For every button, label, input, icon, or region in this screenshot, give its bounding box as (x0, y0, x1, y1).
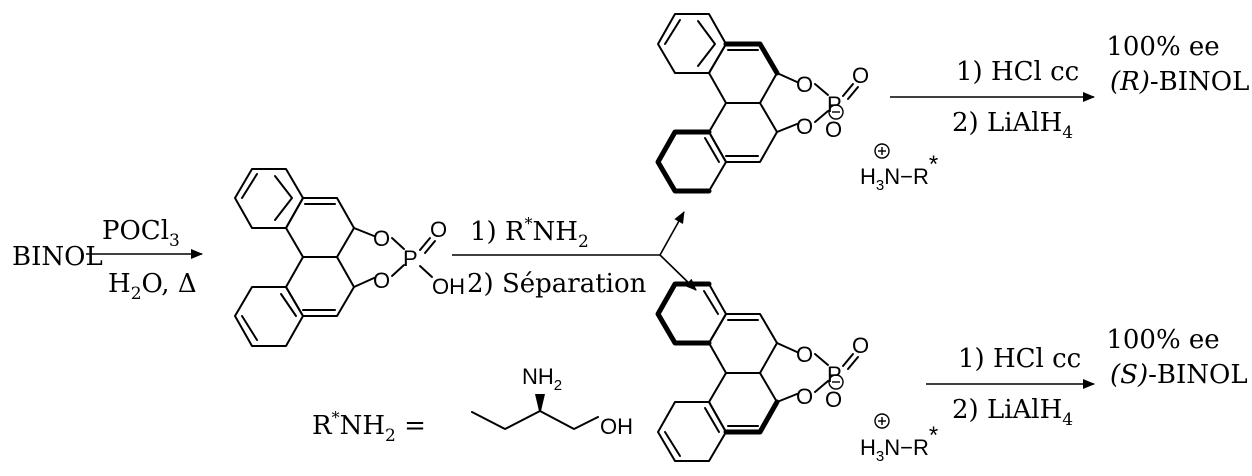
amine-nh2: NH2 (522, 364, 562, 394)
step2-line1: 1) R*NH2 (470, 214, 589, 252)
salt-s-o-top: O (796, 342, 813, 367)
step3-s-line1: 1) HCl cc (958, 344, 1081, 374)
product-s-name: (S)-BINOL (1110, 360, 1248, 390)
step2-line2: 2) Séparation (467, 269, 647, 299)
amine-label: R*NH2 = (312, 408, 426, 446)
salt-r-structure (655, 13, 859, 194)
salt-r-minus-o: O (825, 117, 842, 142)
salt-s-cation: H3N−R* (860, 422, 938, 465)
salt-r-o-bottom: O (796, 114, 813, 139)
aminobutanol-structure (471, 394, 599, 430)
salt-r-cation: H3N−R* (860, 151, 938, 194)
salt-r-dbl-o: O (852, 63, 869, 88)
salt-r-plus-charge (874, 143, 890, 159)
salt-s-structure (655, 281, 859, 462)
amine-oh: OH (600, 414, 633, 439)
product-s-ee: 100% ee (1106, 325, 1219, 355)
step3-r-line1: 1) HCl cc (956, 57, 1079, 87)
acid-o-top: O (373, 226, 390, 251)
acid-oh: OH (432, 274, 465, 299)
salt-r-minus-charge (828, 104, 844, 120)
salt-s-dbl-o: O (852, 333, 869, 358)
binol-phosphoric-acid (234, 168, 436, 347)
salt-r-o-top: O (796, 72, 813, 97)
step1-reagent-bottom: H2O, Δ (108, 269, 197, 304)
product-r-name: (R)-BINOL (1110, 67, 1249, 97)
product-r-ee: 100% ee (1106, 32, 1219, 62)
binol-label: BINOL (12, 242, 103, 272)
salt-s-minus-charge (828, 374, 844, 390)
acid-p: P (403, 246, 418, 271)
salt-s-plus-charge (874, 413, 890, 429)
acid-dbl-o: O (430, 217, 447, 242)
step1-reagent-top: POCl3 (102, 216, 180, 251)
salt-s-o-bottom: O (796, 384, 813, 409)
step2-arrow-up (659, 211, 685, 256)
salt-s-minus-o: O (825, 387, 842, 412)
step3-r-line2: 2) LiAlH4 (952, 108, 1073, 143)
step3-s-line2: 2) LiAlH4 (952, 395, 1073, 430)
acid-o-bottom: O (373, 268, 390, 293)
